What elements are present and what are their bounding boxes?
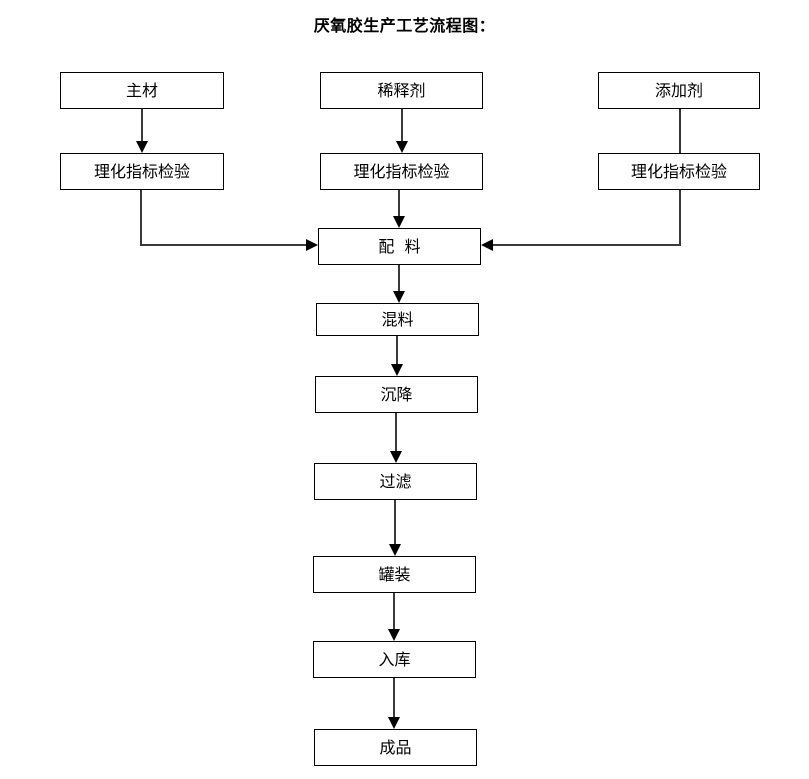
- node-label: 过滤: [379, 471, 412, 491]
- node-label: 沉降: [380, 384, 413, 404]
- edge-mixing-to-settling: [391, 336, 403, 376]
- node-warehousing[interactable]: 入库: [313, 641, 476, 678]
- node-inspect-middle[interactable]: 理化指标检验: [320, 153, 483, 190]
- node-label: 添加剂: [654, 80, 703, 100]
- node-label: 理化指标检验: [93, 161, 190, 181]
- edge-filtering-to-filling: [389, 500, 401, 556]
- node-inspect-left[interactable]: 理化指标检验: [60, 153, 224, 190]
- edge-main-material-to-inspect-left: [136, 109, 148, 153]
- node-filtering[interactable]: 过滤: [314, 463, 477, 500]
- node-label: 稀释剂: [377, 80, 426, 100]
- edge-filling-to-warehousing: [388, 593, 400, 641]
- node-label: 理化指标检验: [630, 161, 727, 181]
- edge-batching-to-mixing: [393, 265, 405, 303]
- node-filling[interactable]: 罐装: [313, 556, 476, 593]
- node-finished-product[interactable]: 成品: [314, 729, 477, 766]
- node-diluent[interactable]: 稀释剂: [320, 72, 483, 109]
- node-label: 理化指标检验: [353, 161, 450, 181]
- node-label: 入库: [378, 649, 411, 669]
- node-label: 配 料: [378, 236, 421, 256]
- node-label: 罐装: [378, 564, 411, 584]
- edge-settling-to-filtering: [390, 413, 402, 463]
- node-settling[interactable]: 沉降: [315, 376, 478, 413]
- node-mixing[interactable]: 混料: [316, 303, 479, 336]
- node-batching[interactable]: 配 料: [318, 228, 481, 265]
- edge-inspect-left-to-batching: [140, 190, 318, 251]
- edge-inspect-right-to-batching: [481, 190, 681, 251]
- edge-diluent-to-inspect-middle: [396, 109, 408, 153]
- node-label: 成品: [379, 737, 412, 757]
- page-title: 厌氧胶生产工艺流程图：: [313, 16, 496, 35]
- node-additive[interactable]: 添加剂: [598, 72, 760, 109]
- node-label: 主材: [125, 80, 158, 100]
- node-main-material[interactable]: 主材: [60, 72, 224, 109]
- edge-inspect-middle-to-batching: [393, 190, 405, 228]
- node-inspect-right[interactable]: 理化指标检验: [598, 153, 760, 190]
- node-label: 混料: [381, 309, 414, 329]
- edge-warehousing-to-finished-product: [388, 678, 400, 729]
